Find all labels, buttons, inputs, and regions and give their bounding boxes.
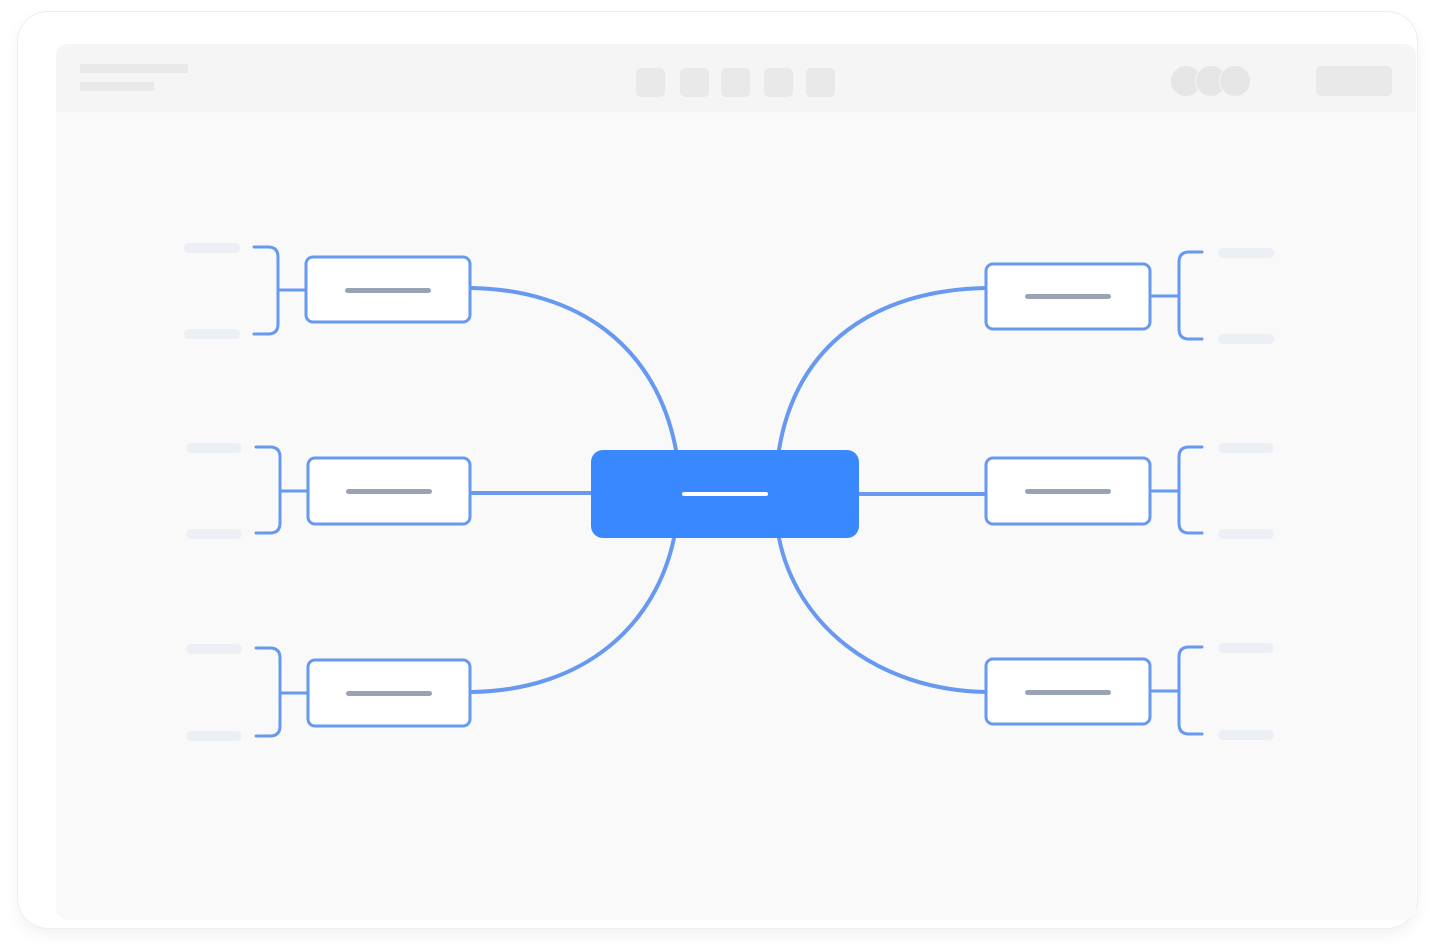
branch-right-top[interactable] <box>984 262 1152 331</box>
leaf-placeholder <box>186 529 242 539</box>
branch-right-bottom[interactable] <box>984 657 1152 726</box>
app-window <box>18 12 1417 928</box>
leaf-placeholder <box>184 243 240 253</box>
bracket-left-middle <box>254 445 310 535</box>
toolbar-tool-button[interactable] <box>806 68 835 97</box>
leaf-placeholder <box>1218 334 1274 344</box>
collaborator-avatar[interactable] <box>1219 65 1251 97</box>
branch-label-placeholder <box>346 489 432 494</box>
mindmap-diagram <box>184 243 1274 741</box>
toolbar-tool-button[interactable] <box>721 68 750 97</box>
leaf-placeholder <box>1218 443 1274 453</box>
branch-label-placeholder <box>1025 690 1111 695</box>
leaf-placeholder <box>1218 529 1274 539</box>
central-topic[interactable] <box>591 450 859 538</box>
leaf-placeholder <box>186 731 242 741</box>
branch-label-placeholder <box>1025 489 1111 494</box>
connector-left-top <box>470 286 678 452</box>
branch-left-middle[interactable] <box>306 456 472 526</box>
toolbar <box>56 44 1416 112</box>
central-topic-label-placeholder <box>682 492 768 496</box>
branch-left-top[interactable] <box>304 255 472 324</box>
mindmap-canvas[interactable] <box>56 44 1416 920</box>
leaf-placeholder <box>184 329 240 339</box>
leaf-placeholder <box>186 644 242 654</box>
connector-left-bottom <box>470 536 676 694</box>
toolbar-tool-button[interactable] <box>636 68 665 97</box>
leaf-placeholder <box>1218 643 1274 653</box>
document-title-placeholder[interactable] <box>80 64 188 73</box>
branch-left-bottom[interactable] <box>306 658 472 728</box>
branch-label-placeholder <box>345 288 431 293</box>
connector-right-top <box>777 286 988 452</box>
branch-right-middle[interactable] <box>984 456 1152 526</box>
connector-right-bottom <box>777 536 988 694</box>
branch-label-placeholder <box>1025 294 1111 299</box>
document-subtitle-placeholder <box>80 82 154 91</box>
bracket-right-middle <box>1150 445 1204 535</box>
toolbar-tool-button[interactable] <box>764 68 793 97</box>
bracket-right-top <box>1150 250 1204 341</box>
leaf-placeholder <box>1218 730 1274 740</box>
bracket-left-top <box>252 245 308 336</box>
branch-label-placeholder <box>346 691 432 696</box>
bracket-right-bottom <box>1150 645 1204 736</box>
leaf-placeholder <box>1218 248 1274 258</box>
toolbar-tool-button[interactable] <box>680 68 709 97</box>
leaf-placeholder <box>186 443 242 453</box>
share-button[interactable] <box>1316 66 1392 96</box>
bracket-left-bottom <box>254 646 310 738</box>
